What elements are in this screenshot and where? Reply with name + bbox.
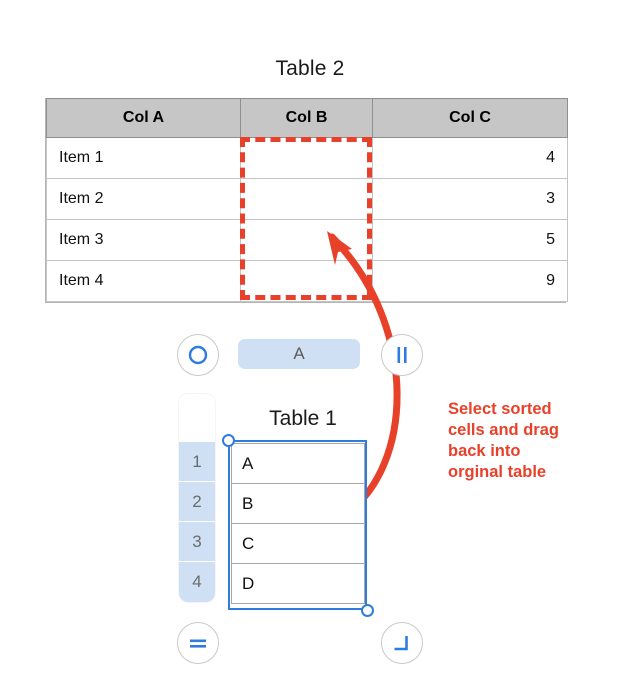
table2-col-header-a[interactable]: Col A xyxy=(46,98,241,138)
annotation-line-3: back into xyxy=(448,442,521,460)
table2-cell-a[interactable]: Item 4 xyxy=(46,260,241,302)
table2-title: Table 2 xyxy=(275,57,345,80)
table2-cell-b[interactable] xyxy=(240,260,373,302)
corner-angle-icon xyxy=(394,636,408,651)
annotation-line-1: Select sorted xyxy=(448,400,552,418)
circle-shape-button[interactable] xyxy=(177,334,219,376)
table-row[interactable]: Item 2 3 xyxy=(46,178,568,220)
table1-cell-1[interactable]: A xyxy=(231,443,365,484)
vertical-bars-button[interactable] xyxy=(381,334,423,376)
column-header-a-pill[interactable]: A xyxy=(238,339,360,369)
table-row[interactable]: D xyxy=(231,563,365,604)
table-row[interactable]: Item 4 9 xyxy=(46,260,568,302)
circle-icon xyxy=(188,345,208,365)
column-header-a-label: A xyxy=(293,344,305,363)
row-number-gutter: 1 2 3 4 xyxy=(179,394,215,602)
row-gutter-header xyxy=(179,394,215,442)
table2-cell-c[interactable]: 9 xyxy=(372,260,568,302)
table1: A B C D xyxy=(231,443,365,604)
table-row[interactable]: Item 1 4 xyxy=(46,137,568,179)
table-row[interactable]: A xyxy=(231,443,365,484)
table2-cell-a[interactable]: Item 1 xyxy=(46,137,241,179)
corner-angle-button[interactable] xyxy=(381,622,423,664)
table2-cell-c[interactable]: 3 xyxy=(372,178,568,220)
table2-col-header-c[interactable]: Col C xyxy=(372,98,568,138)
row-number-2[interactable]: 2 xyxy=(179,482,215,522)
row-number-1[interactable]: 1 xyxy=(179,442,215,482)
equals-icon xyxy=(190,639,206,648)
table2-cell-a[interactable]: Item 2 xyxy=(46,178,241,220)
annotation-note: Select sorted cells and drag back into o… xyxy=(448,399,598,483)
table2-cell-a[interactable]: Item 3 xyxy=(46,219,241,261)
pause-bars-icon xyxy=(397,347,407,363)
table1-cell-2[interactable]: B xyxy=(231,483,365,524)
table2-cell-b[interactable] xyxy=(240,219,373,261)
selection-handle-bottom-right[interactable] xyxy=(361,604,374,617)
table-row[interactable]: Item 3 5 xyxy=(46,219,568,261)
table2-cell-c[interactable]: 4 xyxy=(372,137,568,179)
selection-handle-top-left[interactable] xyxy=(222,434,235,447)
table2-cell-b[interactable] xyxy=(240,137,373,179)
row-number-4[interactable]: 4 xyxy=(179,562,215,602)
table2-col-header-b[interactable]: Col B xyxy=(240,98,373,138)
table2-header-row: Col A Col B Col C xyxy=(46,98,568,138)
annotation-line-2: cells and drag xyxy=(448,421,559,439)
table1-cell-4[interactable]: D xyxy=(231,563,365,604)
equals-button[interactable] xyxy=(177,622,219,664)
row-number-3[interactable]: 3 xyxy=(179,522,215,562)
table1-cell-3[interactable]: C xyxy=(231,523,365,564)
table-row[interactable]: C xyxy=(231,523,365,564)
table2-cell-b[interactable] xyxy=(240,178,373,220)
table1-title: Table 1 xyxy=(269,407,337,430)
table2-cell-c[interactable]: 5 xyxy=(372,219,568,261)
table-row[interactable]: B xyxy=(231,483,365,524)
annotation-line-4: orginal table xyxy=(448,463,547,481)
table2: Col A Col B Col C Item 1 4 Item 2 3 Item… xyxy=(45,98,568,303)
